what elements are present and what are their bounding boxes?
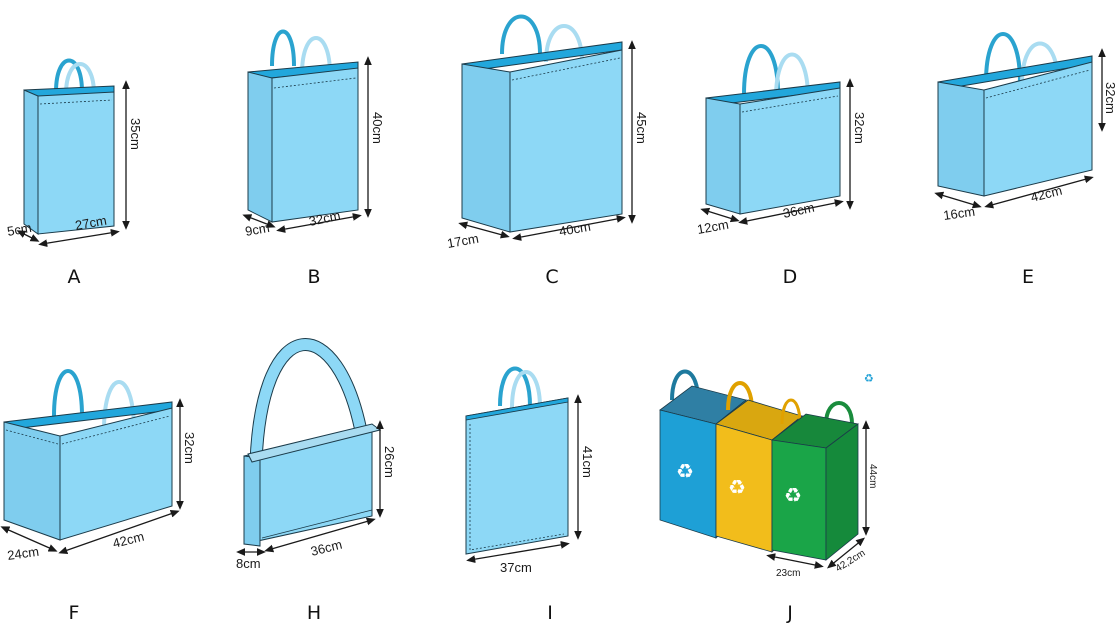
bag-letter-i: I	[547, 602, 553, 624]
height-label: 32cm	[852, 112, 867, 144]
shoulder-strap	[250, 339, 368, 463]
width-label: 36cm	[309, 537, 343, 559]
width-label: 27cm	[74, 213, 108, 233]
height-label: 44cm	[867, 464, 878, 488]
bag-d: 32cm 12cm 36cm	[696, 44, 867, 237]
width-label: 40cm	[558, 219, 592, 239]
height-label: 32cm	[1103, 82, 1115, 114]
bag-b: 40cm 9cm 32cm	[242, 29, 385, 239]
bag-letter-f: F	[68, 602, 80, 624]
bag-letter-j: J	[787, 602, 793, 624]
depth-label: 24cm	[6, 544, 40, 563]
depth-dimension	[16, 230, 40, 242]
height-label: 45cm	[634, 112, 649, 144]
bag-i: 41cm 37cm	[465, 366, 595, 575]
depth-label: 8cm	[236, 556, 261, 571]
handle-front	[300, 36, 332, 75]
bag-a: 35cm 5cm 32cm 27cm	[6, 58, 143, 248]
bag-letter-d: D	[782, 266, 798, 288]
height-label: 26cm	[382, 446, 397, 478]
handle-back	[270, 29, 296, 67]
width-label: 42cm	[111, 529, 145, 551]
recycle-icon: ♻	[784, 483, 802, 507]
width-label: 36cm	[782, 200, 816, 221]
depth-label: 16cm	[942, 204, 976, 223]
handle-front	[64, 62, 96, 95]
bag-f: 32cm 24cm 42cm	[0, 369, 197, 563]
height-label: 32cm	[182, 432, 197, 464]
depth-label: 17cm	[446, 231, 480, 251]
width-dimension	[38, 228, 120, 248]
height-label: 40cm	[370, 112, 385, 144]
width-label: 37cm	[500, 560, 532, 575]
height-label: 41cm	[580, 446, 595, 478]
bag-letter-a: A	[67, 266, 81, 288]
width-label: 42cm	[1029, 183, 1063, 205]
bag-side	[23, 89, 39, 235]
recycle-icon: ♻	[728, 475, 746, 499]
bag-letter-c: C	[545, 266, 559, 288]
height-label: 35cm	[128, 118, 143, 150]
depth-label: 5cm	[6, 220, 33, 239]
recycle-icon: ♻	[864, 372, 874, 385]
handle-back	[54, 58, 84, 93]
bag-front	[37, 91, 115, 235]
bag-e: 32cm 16cm 42cm	[934, 32, 1115, 223]
bag-c: 45cm 17cm 40cm	[446, 14, 649, 251]
width-label: 42,2cm	[834, 548, 868, 575]
bag-letter-e: E	[1021, 266, 1034, 288]
width-label: 32cm	[308, 208, 342, 229]
depth-label: 9cm	[244, 220, 271, 239]
bag-front	[465, 397, 569, 555]
bag-j: ♻ ♻ ♻ ♻ 44cm 23cm 42,2cm	[659, 369, 878, 579]
bag-h: 26cm 8cm 36cm	[236, 338, 397, 571]
bag-letter-h: H	[306, 602, 322, 624]
depth-label: 23cm	[776, 568, 800, 579]
bag-letter-b: B	[307, 266, 321, 288]
depth-label: 12cm	[696, 217, 730, 237]
recycle-icon: ♻	[676, 459, 694, 483]
